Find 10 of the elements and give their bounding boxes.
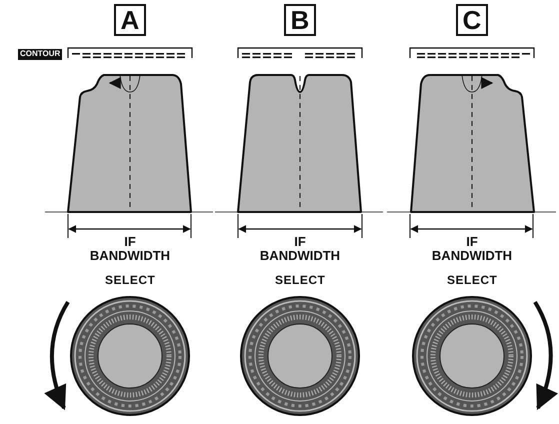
knob-label: SELECT [275,274,326,288]
bandwidth-label: IF BANDWIDTH [258,235,342,264]
knob-label: SELECT [447,274,498,288]
panel-letter: B [284,4,316,36]
panel-letter: A [114,4,146,36]
panel-letter: C [456,4,488,36]
bandwidth-label: IF BANDWIDTH [430,235,514,264]
indicator-label: CONTOUR [18,49,62,60]
bandwidth-label: IF BANDWIDTH [88,235,172,264]
knob-label: SELECT [105,274,156,288]
